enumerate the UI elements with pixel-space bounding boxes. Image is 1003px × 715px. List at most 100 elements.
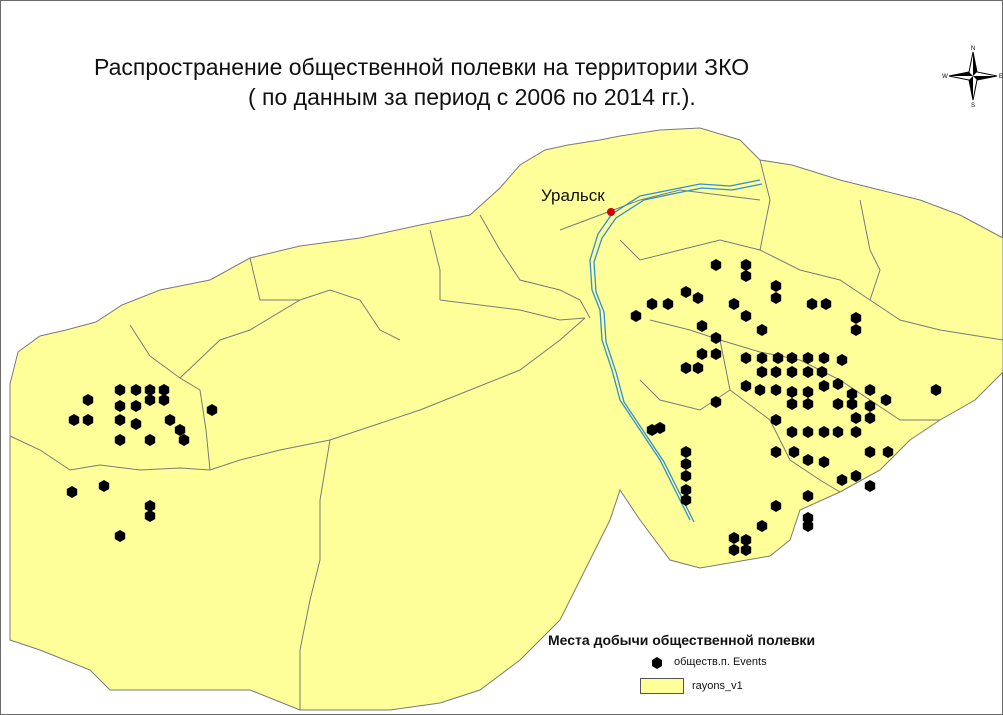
event-point xyxy=(802,386,814,398)
event-point xyxy=(846,398,858,410)
event-point xyxy=(756,324,768,336)
event-point xyxy=(82,394,94,406)
event-point xyxy=(770,414,782,426)
event-point xyxy=(770,292,782,304)
event-point xyxy=(130,418,142,430)
event-point xyxy=(756,520,768,532)
event-point xyxy=(756,366,768,378)
event-point xyxy=(836,354,848,366)
event-point xyxy=(820,298,832,310)
event-point xyxy=(802,520,814,532)
event-point xyxy=(786,366,798,378)
event-point xyxy=(802,490,814,502)
event-point xyxy=(680,362,692,374)
event-point xyxy=(864,480,876,492)
legend-item-events: обществ.п. Events xyxy=(652,656,767,669)
event-point xyxy=(802,352,814,364)
event-point xyxy=(850,412,862,424)
event-point xyxy=(66,486,78,498)
event-point xyxy=(144,394,156,406)
event-point xyxy=(770,500,782,512)
event-point xyxy=(864,384,876,396)
event-point xyxy=(740,259,752,271)
event-point xyxy=(740,310,752,322)
event-point xyxy=(710,332,722,344)
event-point xyxy=(832,426,844,438)
event-point xyxy=(710,348,722,360)
event-point xyxy=(850,470,862,482)
event-point xyxy=(818,456,830,468)
event-point xyxy=(864,446,876,458)
event-point xyxy=(114,384,126,396)
event-point xyxy=(710,259,722,271)
event-point xyxy=(680,484,692,496)
event-point xyxy=(164,414,176,426)
event-point xyxy=(696,348,708,360)
event-point xyxy=(728,298,740,310)
event-point xyxy=(82,414,94,426)
compass-n: N xyxy=(971,46,975,52)
event-point xyxy=(802,366,814,378)
event-point xyxy=(692,362,704,374)
event-point xyxy=(882,446,894,458)
river xyxy=(589,179,763,523)
event-point xyxy=(802,512,814,524)
map-title: Распространение общественной полевки на … xyxy=(94,54,750,80)
event-point xyxy=(850,324,862,336)
event-point xyxy=(662,298,674,310)
event-point xyxy=(114,400,126,412)
legend-rayons-label: rayons_v1 xyxy=(692,680,743,692)
compass-w: W xyxy=(942,74,948,80)
event-point xyxy=(728,532,740,544)
event-point xyxy=(740,270,752,282)
event-point xyxy=(710,396,722,408)
compass-rose-icon: N E S W xyxy=(941,44,1003,109)
event-point xyxy=(818,352,830,364)
event-point xyxy=(740,352,752,364)
map-subtitle: ( по данным за период с 2006 по 2014 гг.… xyxy=(248,84,696,110)
event-point xyxy=(770,366,782,378)
event-point xyxy=(206,404,218,416)
event-point xyxy=(696,320,708,332)
region-outline xyxy=(9,127,1003,711)
event-point xyxy=(930,384,942,396)
event-point xyxy=(130,384,142,396)
rayons-swatch xyxy=(640,678,684,694)
event-point xyxy=(98,480,110,492)
event-point xyxy=(850,426,862,438)
event-point xyxy=(806,298,818,310)
legend: Места добычи общественной полевки общест… xyxy=(548,632,888,694)
event-point xyxy=(786,426,798,438)
event-point xyxy=(680,470,692,482)
event-point xyxy=(114,434,126,446)
event-point xyxy=(144,434,156,446)
event-point xyxy=(850,312,862,324)
event-point xyxy=(880,394,892,406)
event-point xyxy=(832,398,844,410)
legend-events-label: обществ.п. Events xyxy=(674,656,767,668)
event-point xyxy=(174,424,186,436)
compass-e: E xyxy=(999,74,1003,80)
event-point xyxy=(680,494,692,506)
compass-s: S xyxy=(971,103,975,108)
event-point xyxy=(728,544,740,556)
event-point xyxy=(818,426,830,438)
event-point xyxy=(740,544,752,556)
event-point xyxy=(756,352,768,364)
event-point xyxy=(158,394,170,406)
event-point xyxy=(654,422,666,434)
event-point xyxy=(770,446,782,458)
event-point xyxy=(846,388,858,400)
event-point xyxy=(692,292,704,304)
event-points xyxy=(66,259,942,556)
event-point xyxy=(680,458,692,470)
city-label: Уральск xyxy=(541,186,605,205)
event-point xyxy=(680,286,692,298)
event-point xyxy=(754,384,766,396)
legend-title: Места добычи общественной полевки xyxy=(548,632,816,648)
event-point xyxy=(786,398,798,410)
event-point xyxy=(786,352,798,364)
event-point xyxy=(740,534,752,546)
event-point xyxy=(680,446,692,458)
